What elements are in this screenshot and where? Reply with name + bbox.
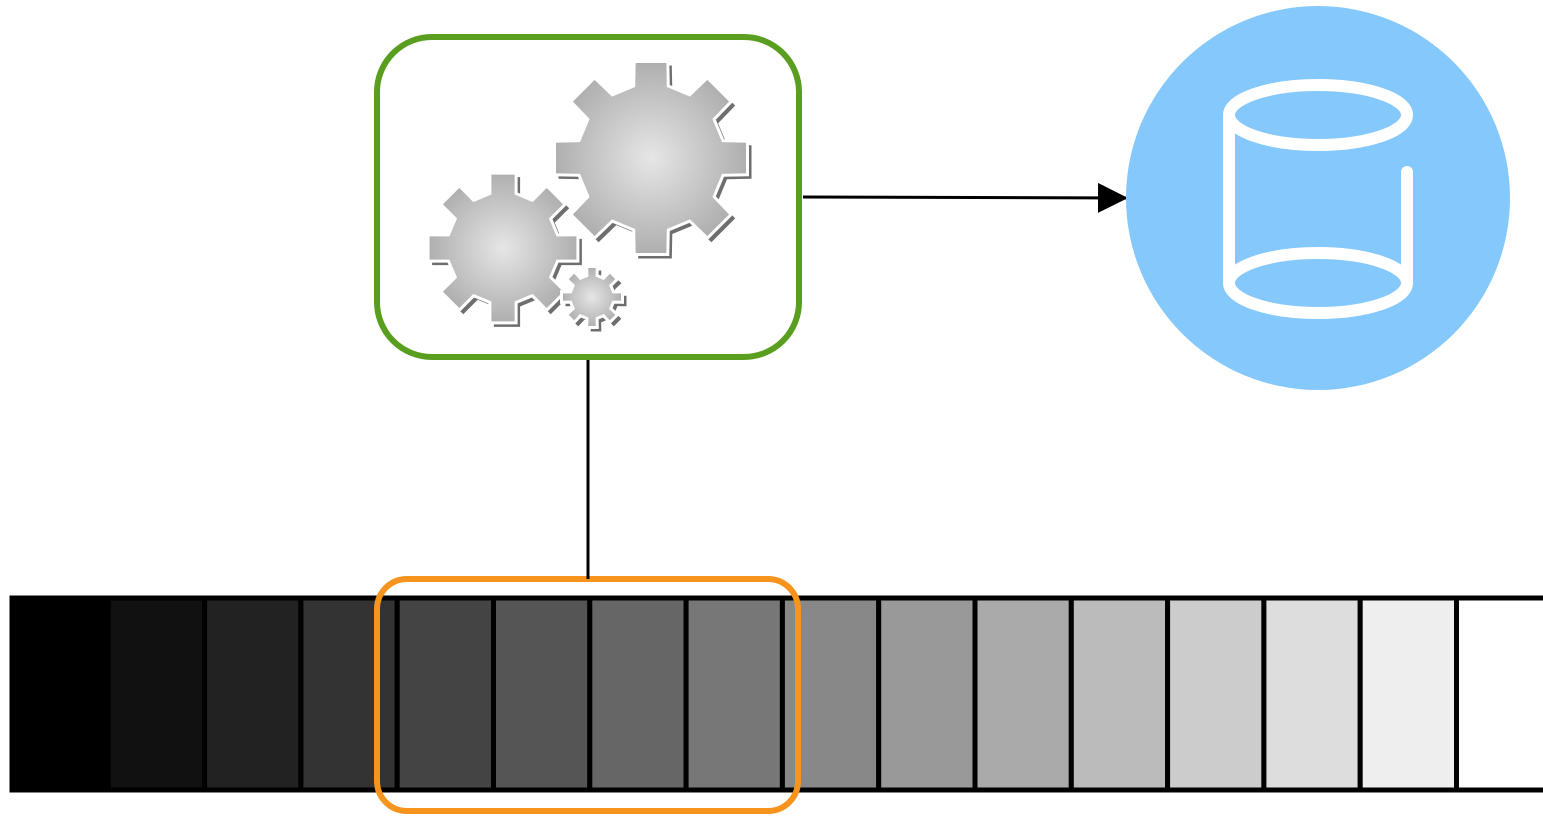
grayscale-cell: [876, 595, 978, 793]
grayscale-strip: [9, 595, 1543, 793]
grayscale-cell: [491, 595, 593, 793]
grayscale-cell: [9, 595, 111, 793]
grayscale-cell: [587, 595, 689, 793]
database-cylinder-icon: [1223, 79, 1413, 319]
grayscale-cell: [1068, 595, 1171, 793]
grayscale-cell: [683, 595, 785, 793]
processor-to-database-arrow: [802, 182, 1128, 213]
gears-icon: [426, 60, 752, 332]
database-node[interactable]: [1126, 6, 1510, 390]
grayscale-cell: [202, 595, 304, 793]
large-gear: [553, 60, 749, 256]
grayscale-cell: [1357, 595, 1459, 793]
grayscale-cell: [298, 595, 400, 793]
database-circle: [1126, 6, 1510, 390]
processor-box[interactable]: [374, 34, 802, 360]
grayscale-cell: [1261, 595, 1363, 793]
small-gear: [560, 265, 624, 329]
grayscale-cell: [105, 595, 208, 793]
medium-gear: [426, 171, 580, 325]
grayscale-cell: [394, 595, 497, 793]
grayscale-cell: [1165, 595, 1267, 793]
grayscale-cell: [972, 595, 1074, 793]
grayscale-cell: [1454, 595, 1543, 793]
